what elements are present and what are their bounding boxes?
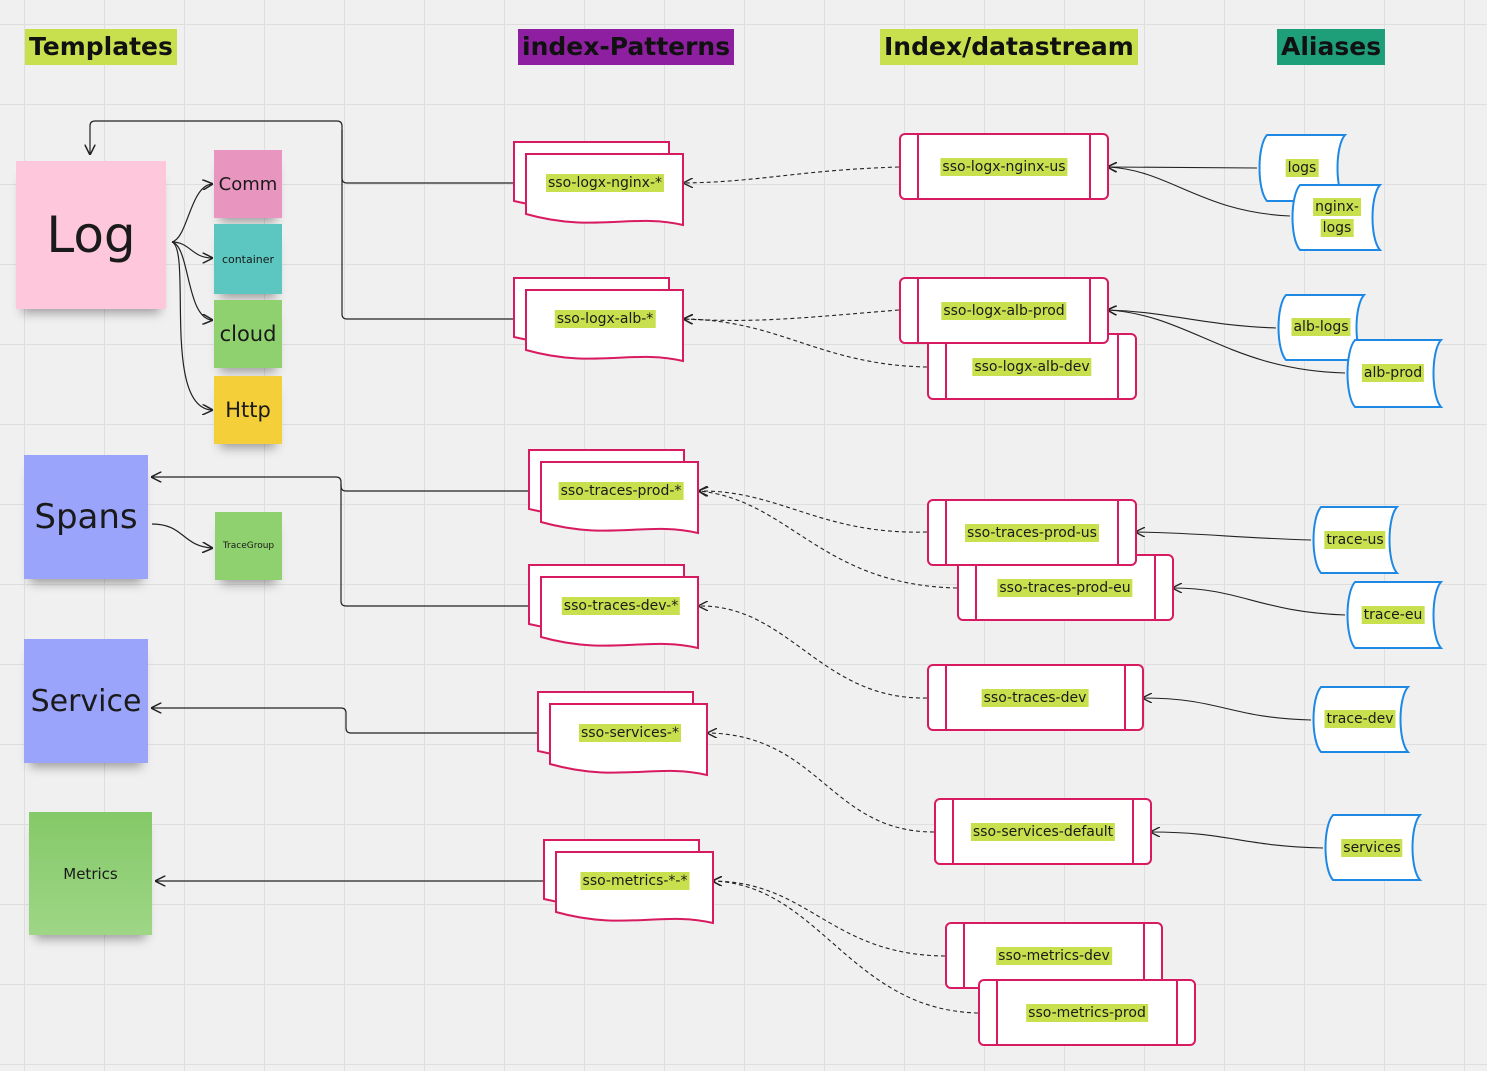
alias-services[interactable]: services [1323, 814, 1423, 881]
alias-trace-eu[interactable]: trace-eu [1345, 581, 1444, 649]
alb-prod-to-pattern-connector [684, 309, 900, 320]
index-label: sso-traces-prod-us [965, 524, 1099, 542]
index-traces-dev[interactable]: sso-traces-dev [927, 664, 1144, 731]
index-nginx-us[interactable]: sso-logx-nginx-us [899, 133, 1109, 200]
traces-prod-eu-to-pattern-connector [699, 491, 958, 589]
traces-dev-pattern-to-spans-connector [340, 484, 528, 607]
alias-label: services [1341, 839, 1403, 857]
index-label: sso-traces-prod-eu [997, 579, 1133, 597]
alias-alb-prod[interactable]: alb-prod [1345, 339, 1444, 408]
pattern-label: sso-logx-alb-* [554, 310, 656, 328]
pattern-alb[interactable]: sso-logx-alb-* [513, 277, 685, 365]
services-alias-connector [1151, 832, 1324, 849]
metrics-template-sticky[interactable]: Metrics [29, 812, 152, 935]
alias-label: trace-us [1324, 531, 1386, 549]
tracegroup-component-label: TraceGroup [222, 541, 275, 551]
alb-dev-to-pattern-connector [684, 319, 928, 368]
comm-component-sticky[interactable]: Comm [214, 150, 282, 218]
alb-prod-alias-connector [1108, 310, 1346, 374]
metrics-dev-to-pattern-connector [713, 881, 946, 957]
log-to-container-connector [171, 241, 212, 258]
tracegroup-component-sticky[interactable]: TraceGroup [215, 512, 282, 580]
index-label: sso-logx-alb-dev [972, 358, 1092, 376]
metrics-prod-to-pattern-connector [713, 881, 979, 1014]
aliases-header: Aliases [1277, 29, 1386, 65]
index-traces-prod-us[interactable]: sso-traces-prod-us [927, 499, 1137, 566]
index-label: sso-traces-dev [981, 689, 1089, 707]
spans-template-label: Spans [34, 497, 138, 537]
alias-label: alb-prod [1361, 364, 1425, 382]
stored-data-shape [1291, 184, 1383, 251]
log-to-http-connector [171, 241, 212, 410]
container-component-sticky[interactable]: container [214, 224, 282, 294]
pattern-nginx[interactable]: sso-logx-nginx-* [513, 141, 685, 229]
alias-label: logs [1285, 159, 1319, 177]
pattern-label: sso-metrics-*-* [580, 872, 690, 890]
alb-logs-alias-connector [1108, 310, 1277, 329]
alb-pattern-to-log-connector [341, 130, 513, 320]
index-alb-prod[interactable]: sso-logx-alb-prod [899, 277, 1109, 344]
http-component-label: Http [225, 398, 271, 422]
pattern-label: sso-traces-prod-* [558, 482, 684, 500]
log-to-cloud-connector [171, 241, 212, 320]
pattern-services[interactable]: sso-services-* [537, 691, 709, 779]
index-label: sso-logx-nginx-us [940, 158, 1068, 176]
pattern-label: sso-logx-nginx-* [545, 174, 665, 192]
pattern-traces-dev[interactable]: sso-traces-dev-* [528, 564, 700, 652]
index-label: sso-services-default [970, 823, 1116, 841]
index-alb-dev[interactable]: sso-logx-alb-dev [927, 333, 1137, 400]
services-default-to-pattern-connector [708, 733, 935, 833]
index-metrics-dev[interactable]: sso-metrics-dev [945, 922, 1163, 989]
logs-alias-connector [1108, 167, 1258, 168]
alias-label: alb-logs [1291, 318, 1351, 336]
spans-to-tracegroup-connector [151, 523, 212, 548]
services-pattern-to-service-connector [152, 708, 538, 734]
alias-nginx-logs[interactable]: nginx- logs [1290, 184, 1383, 251]
trace-us-alias-connector [1136, 532, 1312, 541]
index-services-default[interactable]: sso-services-default [934, 798, 1152, 865]
alias-label: logs [1320, 219, 1354, 237]
alias-label: nginx- [1313, 198, 1361, 216]
index-patterns-header: index-Patterns [518, 29, 735, 65]
index-label: sso-metrics-dev [996, 947, 1112, 965]
traces-prod-pattern-to-spans-connector [152, 477, 528, 492]
index-datastream-header: Index/datastream [880, 29, 1138, 65]
alias-trace-dev[interactable]: trace-dev [1311, 686, 1411, 753]
metrics-template-label: Metrics [63, 864, 118, 883]
http-component-sticky[interactable]: Http [214, 376, 282, 444]
trace-dev-alias-connector [1143, 698, 1312, 721]
templates-header: Templates [25, 29, 177, 65]
alias-label: trace-eu [1361, 606, 1425, 624]
cloud-component-sticky[interactable]: cloud [214, 300, 282, 368]
log-template-label: Log [46, 206, 136, 264]
index-metrics-prod[interactable]: sso-metrics-prod [978, 979, 1196, 1046]
log-to-comm-connector [171, 184, 212, 243]
pattern-metrics[interactable]: sso-metrics-*-* [543, 839, 715, 927]
trace-eu-alias-connector [1173, 588, 1346, 616]
alias-label: trace-dev [1324, 710, 1396, 728]
nginx-us-to-pattern-connector [684, 166, 900, 183]
comm-component-label: Comm [218, 173, 278, 195]
pattern-traces-prod[interactable]: sso-traces-prod-* [528, 449, 700, 537]
container-component-label: container [221, 252, 275, 266]
alias-trace-us[interactable]: trace-us [1311, 506, 1400, 574]
pattern-label: sso-traces-dev-* [561, 597, 681, 615]
service-template-label: Service [30, 683, 142, 719]
nginx-logs-alias-connector [1108, 167, 1291, 217]
service-template-sticky[interactable]: Service [24, 639, 148, 763]
index-label: sso-logx-alb-prod [941, 302, 1067, 320]
index-label: sso-metrics-prod [1026, 1004, 1148, 1022]
traces-dev-to-pattern-connector [699, 606, 928, 699]
log-template-sticky[interactable]: Log [16, 161, 166, 309]
cloud-component-label: cloud [219, 322, 277, 346]
traces-prod-us-to-pattern-connector [699, 491, 928, 533]
pattern-label: sso-services-* [579, 724, 681, 742]
spans-template-sticky[interactable]: Spans [24, 455, 148, 579]
nginx-pattern-to-log-connector [90, 120, 513, 184]
